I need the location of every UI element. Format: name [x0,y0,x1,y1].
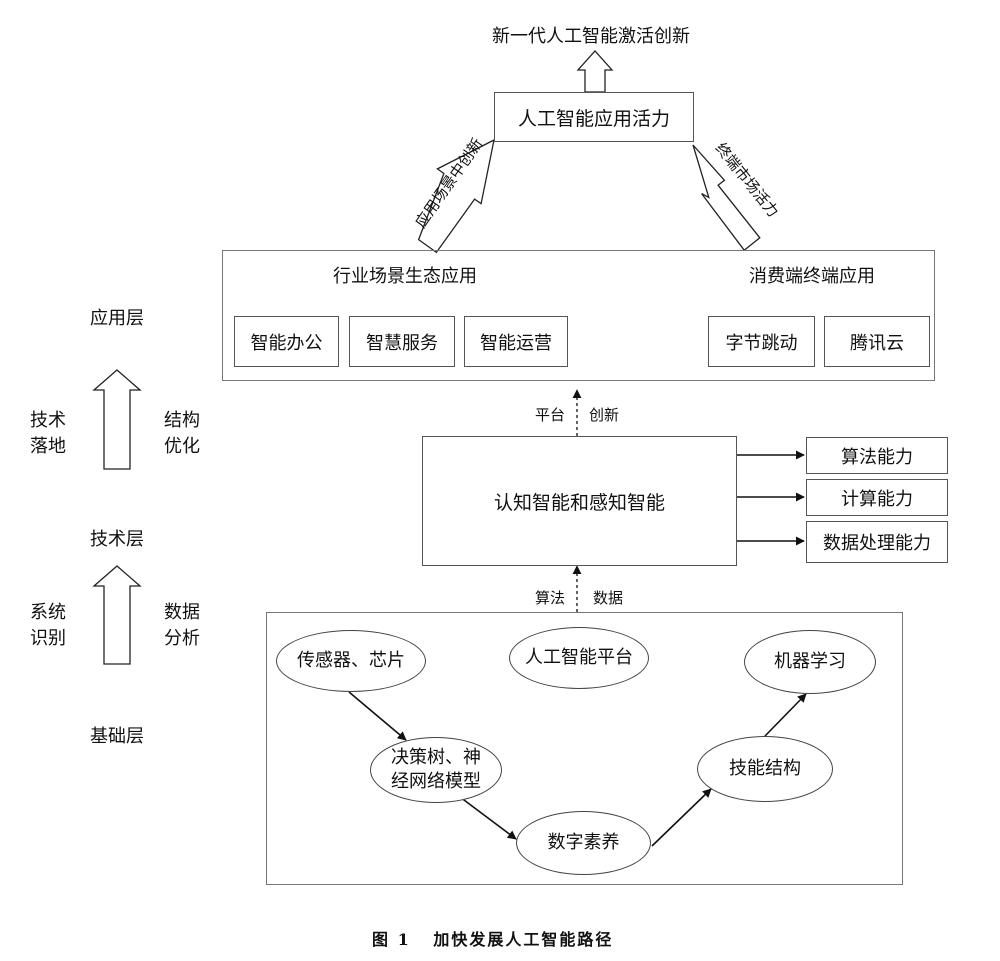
industry-title: 行业场景生态应用 [333,266,477,287]
node-sensor-chip: 传感器、芯片 [276,630,426,692]
layer-foundation: 基础层 [90,726,144,747]
label-data: 数据 [593,589,624,607]
layer-arrow-lower [92,565,142,665]
goal-hollow-arrow [576,50,614,93]
arrow-digital-to-skill [651,788,712,847]
label-algorithm: 算法 [535,589,566,607]
ai-application-vitality-box: 人工智能应用活力 [494,92,694,142]
item-smart-office: 智能办公 [234,316,339,367]
item-bytedance: 字节跳动 [708,316,815,367]
arrow-decision-to-digital [459,796,517,840]
arrow-skill-to-ml [764,693,807,737]
foundation-panel [266,612,903,885]
left-hollow-arrow [417,138,495,254]
node-digital-literacy: 数字素养 [516,811,651,875]
upper-right-label: 结构 优化 [164,410,200,457]
consumer-title: 消费端终端应用 [749,266,875,287]
decision-line-2: 经网络模型 [391,771,481,792]
application-panel [222,250,935,381]
arrow-sensor-to-decision [348,691,407,741]
item-smart-service: 智慧服务 [349,316,455,367]
cognitive-perception-box: 认知智能和感知智能 [422,436,737,566]
right-hollow-arrow [692,144,761,252]
layer-arrow-upper [92,369,142,470]
decision-line-1: 决策树、神 [391,747,481,768]
node-decision-tree: 决策树、神 经网络模型 [370,737,502,803]
label-innovation: 创新 [589,406,620,424]
capability-compute: 计算能力 [806,479,948,516]
figure-caption: 图 1 加快发展人工智能路径 [372,930,614,949]
lower-right-label: 数据 分析 [164,602,200,649]
top-goal-text: 新一代人工智能激活创新 [492,26,690,47]
layer-technology: 技术层 [90,529,144,550]
label-platform: 平台 [535,406,566,424]
item-smart-operation: 智能运营 [464,316,568,367]
item-tencent-cloud: 腾讯云 [824,316,930,367]
upper-left-label: 技术 落地 [30,410,66,457]
layer-application: 应用层 [90,308,144,329]
capability-algorithm: 算法能力 [806,437,948,474]
capability-data-processing: 数据处理能力 [806,521,948,563]
node-machine-learning: 机器学习 [744,630,876,694]
node-skill-structure: 技能结构 [697,736,833,802]
lower-left-label: 系统 识别 [30,602,66,649]
node-ai-platform: 人工智能平台 [509,627,649,689]
